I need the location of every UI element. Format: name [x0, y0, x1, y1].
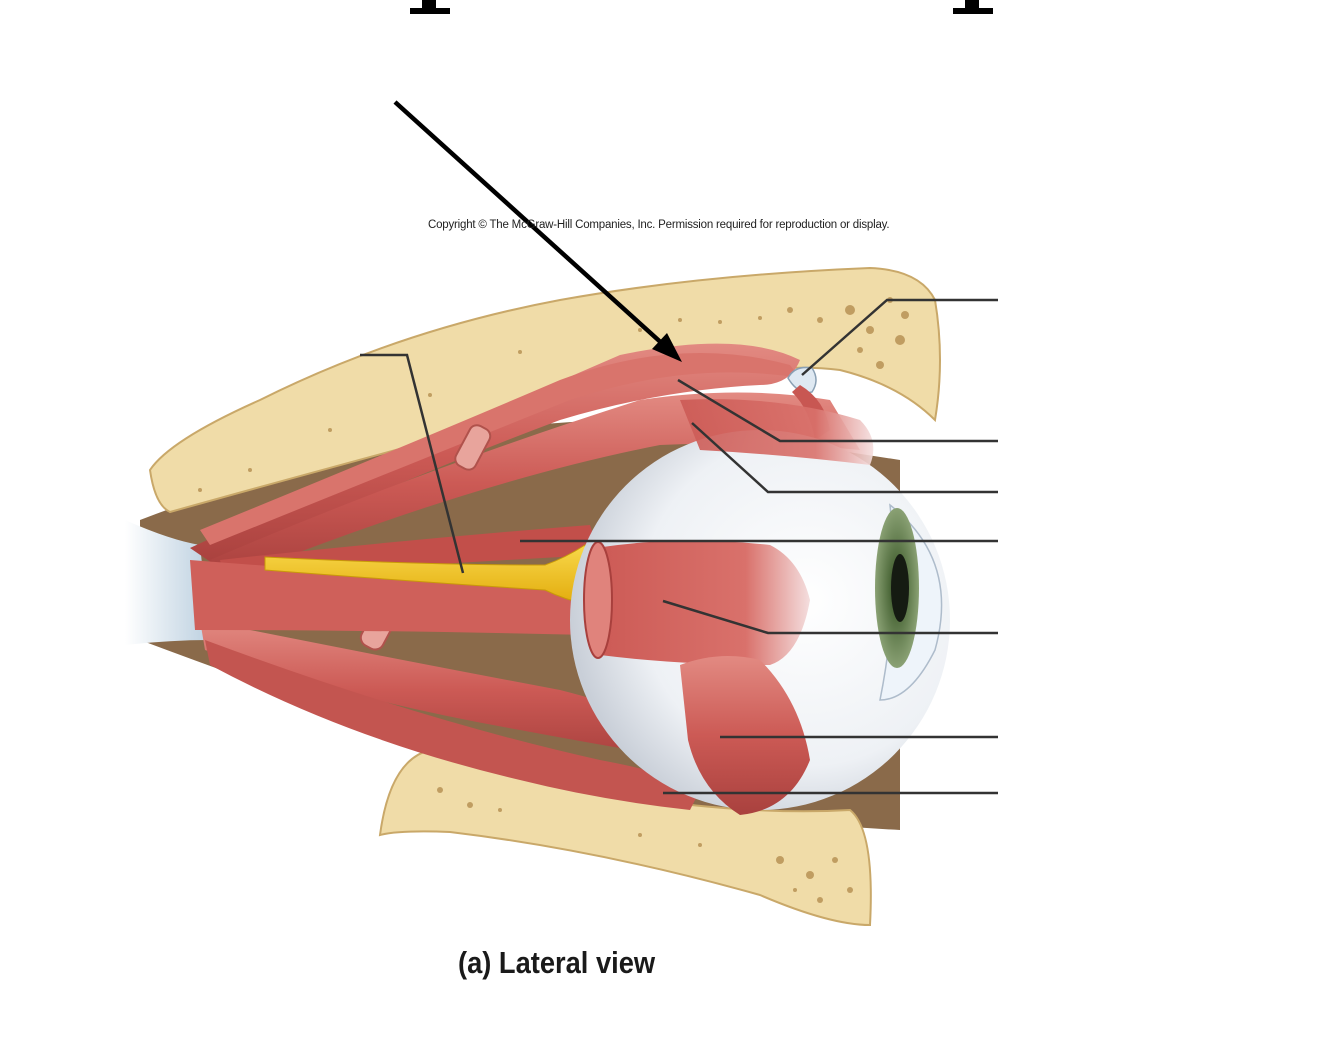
pointer-arrow-line — [393, 100, 668, 349]
pointer-arrowhead — [652, 333, 682, 362]
figure-caption: (a) Lateral view — [458, 945, 656, 980]
superior-rectus-insertion — [680, 399, 874, 465]
leader-line-levator — [360, 353, 465, 574]
pupil — [891, 554, 909, 622]
superior-oblique-muscle — [200, 353, 800, 545]
bone-texture-upper — [198, 297, 909, 492]
leader-line-lateral-rectus — [662, 599, 998, 635]
heading-glyph-fragment-right-foot — [953, 8, 993, 14]
lateral-rectus-base — [190, 560, 590, 635]
heading-glyph-fragment-left-foot — [410, 8, 450, 14]
common-tendinous-ring — [125, 520, 210, 645]
leader-line-superior-oblique — [677, 378, 998, 443]
bone-texture-lower — [437, 787, 853, 903]
leader-line-trochlea — [801, 298, 998, 376]
inferior-muscle-band — [205, 640, 700, 810]
inferior-oblique-muscle — [680, 656, 810, 815]
copyright-notice: Copyright © The McGraw-Hill Companies, I… — [428, 219, 890, 231]
lateral-rectus-muscle — [595, 540, 810, 665]
leader-lines — [360, 298, 998, 795]
leader-line-superior-rectus — [691, 422, 998, 494]
lateral-rectus-cut-end — [583, 541, 613, 659]
inferior-rectus-muscle — [200, 620, 690, 760]
cut-tendon-upper — [454, 424, 492, 471]
